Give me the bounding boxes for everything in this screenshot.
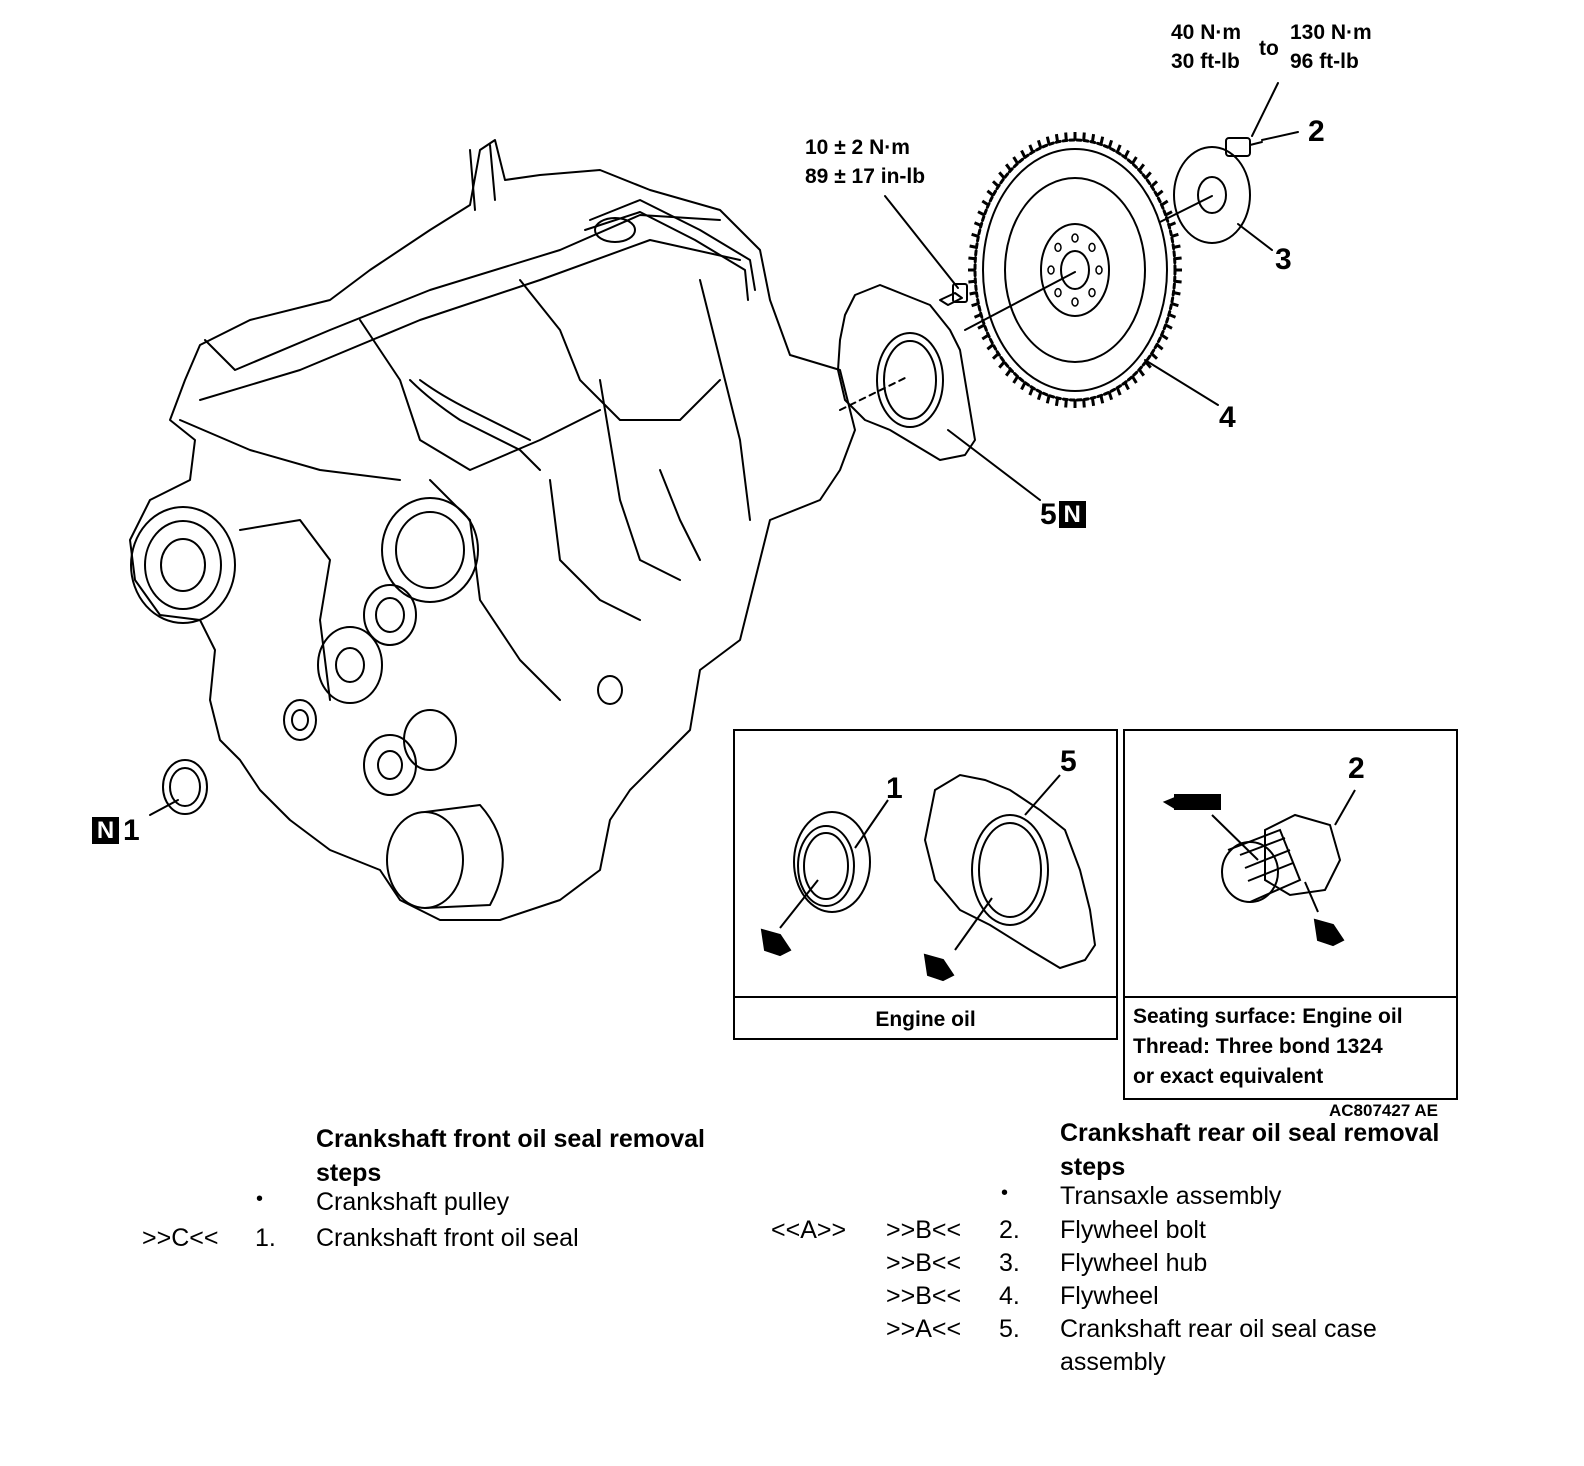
flywheel-bolt-part [1225,82,1299,157]
rear-step-text: Crankshaft rear oil seal case [1060,1315,1377,1343]
flywheel-ring-gear-teeth [968,132,1182,408]
panel-left-callout-5: 5 [1060,745,1077,778]
panel-caption-engine-oil: Engine oil [875,1008,976,1031]
callout-4: 4 [1219,401,1236,434]
panel-caption-line1: Seating surface: Engine oil [1133,1005,1403,1028]
rear-step-number: 4. [999,1282,1020,1310]
front-step-text: Crankshaft pulley [316,1188,510,1216]
rear-step-text: Flywheel hub [1060,1249,1208,1277]
rear-step-marker: >>B<< [886,1249,962,1277]
rear-steps-heading: Crankshaft rear oil seal removal steps [1060,1119,1440,1181]
rear-step-text: Transaxle assembly [1060,1182,1282,1210]
figure-code: AC807427 AE [1329,1101,1438,1120]
panel-left-art [760,773,1097,982]
panel-left-callout-1: 1 [886,772,903,805]
rear-step-text: Flywheel bolt [1060,1216,1206,1244]
rear-step-number: 5. [999,1315,1020,1343]
rear-step-number: 2. [999,1216,1020,1244]
front-steps-heading: Crankshaft front oil seal removal steps [316,1125,706,1187]
torque-hub-bolt-min: 40 N·m 30 ft-lb [1171,21,1242,73]
rear-oil-seal-case-part [837,284,1041,501]
new-part-badge: N [1058,501,1086,528]
front-step-number: 1. [255,1224,276,1252]
panel-right-art [1162,789,1356,947]
rear-step-bullet: • [1001,1182,1009,1204]
detail-panel-engine-oil: Engine oil [733,729,1118,1040]
rear-step-marker-left: <<A>> [771,1216,847,1244]
rear-step-text-continued: assembly [1060,1348,1166,1376]
rear-step-marker: >>B<< [886,1216,962,1244]
rear-step-number: 3. [999,1249,1020,1277]
seal-case-bolt-part [884,195,968,306]
panel-caption-line3: or exact equivalent [1133,1065,1324,1088]
front-step-text: Crankshaft front oil seal [316,1224,579,1252]
rear-step-marker: >>B<< [886,1282,962,1310]
rear-step-marker: >>A<< [886,1315,962,1343]
front-step-marker: >>C<< [142,1224,219,1252]
front-step-bullet: • [256,1188,264,1210]
torque-hub-bolt-max: 130 N·m 96 ft-lb [1290,21,1372,73]
callout-2: 2 [1308,115,1325,148]
crankshaft-pulley [130,506,236,624]
torque-seal-case-bolt: 10 ± 2 N·m 89 ± 17 in-lb [805,136,926,188]
new-part-badge: N [92,817,119,844]
torque-range-to: to [1259,37,1279,60]
panel-caption-line2: Thread: Three bond 1324 [1133,1035,1383,1058]
front-oil-seal-part [149,759,208,816]
engine-block [129,139,856,921]
detail-panel-seating-surface: Seating surface: Engine oil Thread: Thre… [1123,729,1458,1100]
panel-right-callout-2: 2 [1348,752,1365,785]
callout-3: 3 [1275,243,1292,276]
rear-step-text: Flywheel [1060,1282,1159,1310]
flywheel-hub-part [1159,146,1273,251]
